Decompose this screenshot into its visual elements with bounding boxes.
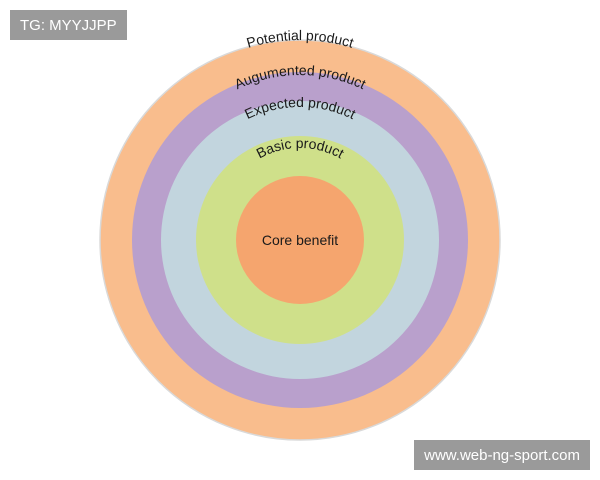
tag-badge-text: TG: MYYJJPP	[20, 16, 117, 34]
core-benefit-label: Core benefit	[262, 232, 338, 248]
core-benefit-circle	[236, 176, 364, 304]
tag-badge: TG: MYYJJPP	[10, 10, 127, 40]
watermark-text: www.web-ng-sport.com	[424, 446, 580, 464]
ring-label-potential-product: Potential product	[245, 27, 356, 51]
watermark: www.web-ng-sport.com	[414, 440, 590, 470]
